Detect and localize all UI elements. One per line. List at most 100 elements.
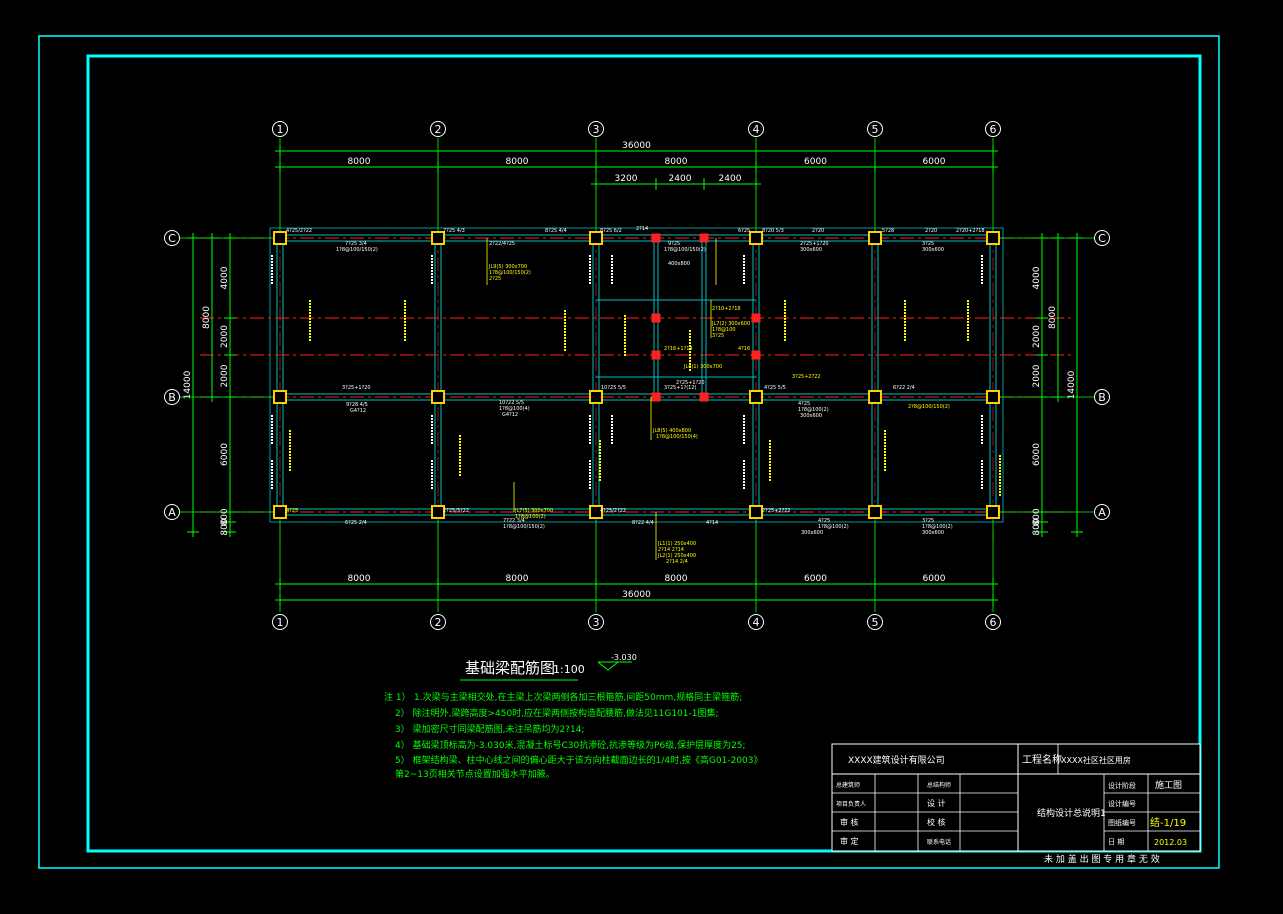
beam-label: 1?8@100/150(4) [656,434,698,440]
beam-label: 7?22 3/4 [503,518,525,524]
design-stage: 施工图 [1155,779,1182,791]
left-total-dimension-label: 14000 [183,370,193,399]
beam-label: 2?22/4?25 [489,241,515,247]
stamp-note: 未 加 盖 出 图 专 用 章 无 效 [1044,853,1160,865]
axis-bubble-top-circle [272,121,288,137]
beam-label: 2?10+2?18 [712,306,741,312]
secondary-column [699,392,709,402]
beam-label: 2?14 [636,226,648,232]
axis-bubble-bottom-circle [588,614,604,630]
axis-bubble-left-circle [164,230,180,246]
axis-bubble-bottom-circle [867,614,883,630]
beam-label: 10?25 5/5 [601,385,626,391]
project-label: 工程名称 [1022,753,1062,766]
note-line-4: 4） 基础梁顶标高为-3.030米,混凝土标号C30抗渗砼,抗渗等级为P6级,保… [395,739,746,751]
right-span-dimension-label: 2000 [1032,325,1042,348]
drawing-title-block: 基础梁配筋图 1:100 -3.030 [460,653,637,681]
axis-bubble-left-circle [164,504,180,520]
beam-label: 9?25 [668,241,680,247]
beam-label: 1?8@100/150(2) [503,524,545,530]
tb-left-label: 审 核 [840,817,859,827]
beam-label: 4?25 [286,508,298,514]
right-span-dimension-label: 6000 [1032,443,1042,466]
right-8000-dimension-label: 8000 [1048,306,1058,329]
secondary-column [751,350,761,360]
column [868,390,882,404]
beam-label: 300x600 [801,530,823,536]
secondary-column [699,233,709,243]
tb-left-label: 审 定 [840,836,859,846]
column [431,505,445,519]
note-line-3: 3） 梁加密尺寸同梁配筋图,未注吊筋均为2?14; [395,723,584,735]
beam-label: 1?8@100(4) [499,406,530,412]
beam-label: 4?25 5/5 [764,385,786,391]
beam-label: 2?20 [925,228,937,234]
beam-label: JL9(5) 300x700 [488,264,527,270]
beam-label: 1?8@100(2) [922,524,953,530]
beam-label: JL2(1) 250x400 [657,553,696,559]
columns [273,231,1000,519]
tb-right-label: 设计编号 [1108,799,1136,808]
axis-bubble-right-circle [1094,230,1110,246]
axis-bubble-top-circle [588,121,604,137]
tb-left-label: 总结构师 [927,781,951,789]
beam-label: 4?25/2?22 [286,228,312,234]
axis-bubble-left-circle [164,389,180,405]
column [273,390,287,404]
column [589,231,603,245]
beam-label: 7?25 4/3 [443,228,465,234]
beam-label: 3?25+1?(12) [664,385,697,391]
axis-bubble-top-circle [867,121,883,137]
beam-label: 2?25+1?20 [676,380,705,386]
company-name: XXXX建筑设计有限公司 [848,754,945,766]
beam-label: 4?25 [798,401,810,407]
top-sub-dimension-label: 2400 [669,174,692,184]
axis-bubble-top-circle [985,121,1001,137]
axis-bubble-bottom-circle [272,614,288,630]
beam-label: 400x800 [668,261,690,267]
elevation-marker [597,661,619,671]
column [986,390,1000,404]
beam-label: 2?25+2?22 [762,508,791,514]
beam-label: 2?16+1?14 [664,346,693,352]
beam-label: 1?8@100(2) [818,524,849,530]
beam-label: 4?25/2?22 [600,508,626,514]
axis-bubble-top-circle [748,121,764,137]
beam-label: 6?22 2/4 [893,385,915,391]
beam-label: 6?25 [738,228,750,234]
axis-bubble-left-label: B [168,391,176,404]
beam-label: JL8(5) 400x800 [652,428,691,434]
drawing-number: 结-1/19 [1150,816,1186,829]
left-span-dimension-label: 800 [220,508,230,525]
axis-bubble-right-label: C [1098,232,1106,245]
bottom-span-dimension-label: 8000 [506,574,529,584]
tb-left-label: 设 计 [927,798,946,808]
left-span-dimension-label: 2000 [220,364,230,387]
beam-label: JL1(1) 250x400 [657,541,696,547]
bottom-span-dimension-label: 6000 [923,574,946,584]
beam-label: JL7(5) 300x700 [514,508,553,514]
secondary-column [651,313,661,323]
tb-right-label: 日 期 [1108,838,1124,846]
column [986,505,1000,519]
beam-label: 2?20+2?18 [956,228,985,234]
axis-bubble-top-circle [430,121,446,137]
left-span-dimension-label: 6000 [220,443,230,466]
notes-prefix: 注 1） [384,691,411,703]
column [431,390,445,404]
strip-outline [269,227,1004,523]
beam-label: 2?20 [812,228,824,234]
right-total-dimension-label: 14000 [1067,370,1077,399]
left-span-dimension-label: 800 [220,518,230,535]
elevation-value: -3.030 [611,653,637,662]
drawing-date: 2012.03 [1154,838,1187,847]
axis-bubble-bottom-circle [748,614,764,630]
left-8000-dimension-label: 8000 [202,306,212,329]
project-name: XXXX社区社区用房 [1061,755,1131,765]
axis-bubble-bottom-label: 3 [593,616,600,629]
axis-bubble-top-label: 1 [277,123,284,136]
beam-label: 3?25+2?22 [792,374,821,380]
